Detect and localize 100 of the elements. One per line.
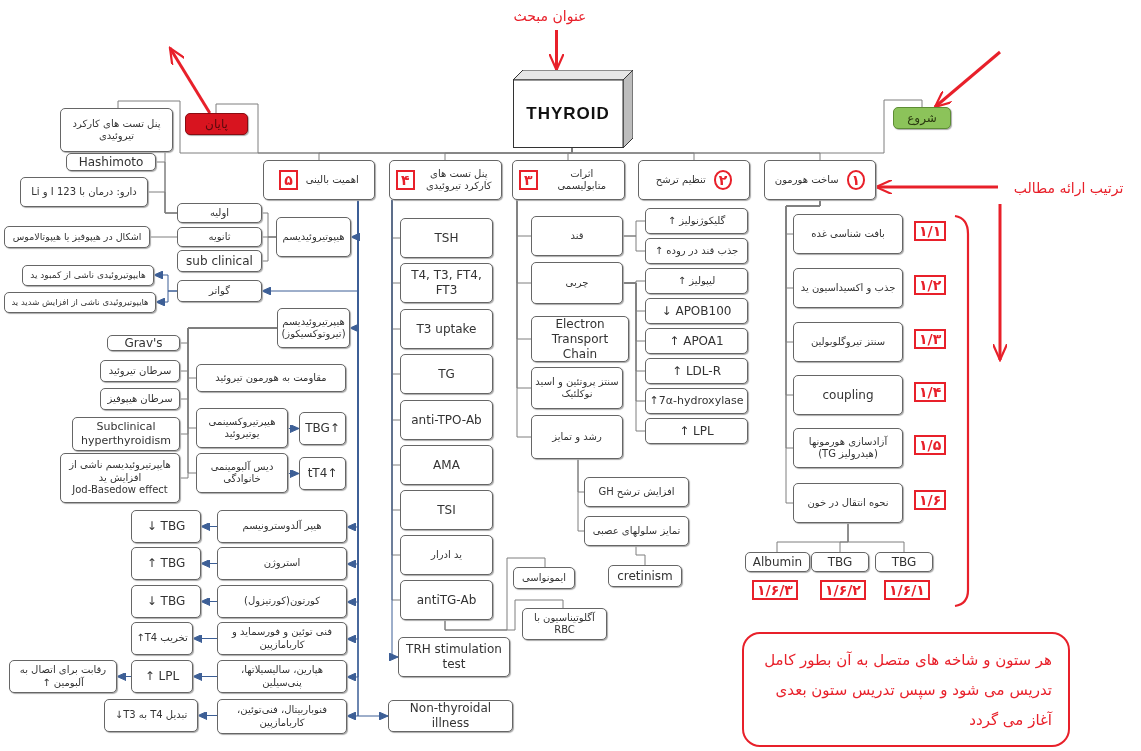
box-label: رشد و تمایز — [552, 430, 602, 444]
step-number: ۴ — [396, 170, 415, 190]
connector-line — [516, 199, 532, 438]
topic-box — [400, 218, 493, 258]
topic-box — [276, 217, 351, 257]
box-label: مقاومت به هورمون تیروئید — [215, 371, 327, 385]
box-label: sub clinical — [186, 253, 253, 269]
box-label: هایپوتیروئیدی ناشی از افزایش شدید ید — [11, 297, 149, 308]
column-header-box — [512, 160, 625, 200]
topic-box — [645, 268, 748, 294]
box-label: ید ادرار — [431, 548, 462, 562]
topic-box — [217, 699, 347, 734]
topic-box — [645, 388, 748, 414]
arrow — [200, 522, 218, 531]
box-label: THYROID — [526, 103, 610, 125]
topic-box — [875, 552, 933, 572]
connector-line — [622, 282, 646, 432]
box-label: ↑ TBG — [146, 556, 186, 571]
box-label: استروژن — [263, 557, 301, 570]
box-label: رقابت برای اتصال به آلبومین ↑ — [18, 664, 108, 689]
arrow — [991, 204, 1009, 362]
connector-line — [261, 236, 277, 262]
topic-box — [584, 477, 689, 507]
box-label: T3 uptake — [416, 321, 477, 337]
arrow — [287, 424, 300, 433]
box-label: ↓ APOB100 — [661, 303, 732, 319]
topic-box — [196, 364, 346, 392]
topic-box — [388, 700, 513, 732]
topic-box — [299, 457, 346, 490]
topic-box — [217, 622, 347, 655]
box-label: هایپرتیروئیدیسم ناشی از افزایش ید — [67, 459, 172, 485]
box-label: آگلوتیناسیون با RBC — [533, 611, 596, 637]
box-label: پنل تست های کارکرد تیروئیدی — [71, 117, 162, 143]
step-number: ۱/۴ — [914, 382, 947, 402]
arrow — [200, 559, 218, 568]
end-box — [185, 113, 248, 135]
box-label: تبدیل T4 به T3↓ — [114, 709, 188, 722]
box-label: TBG — [891, 554, 917, 570]
arrow — [192, 634, 218, 643]
connector-line — [577, 458, 585, 532]
arrow — [168, 46, 212, 114]
box-label: ↑7α-hydroxylase — [649, 394, 744, 408]
box-label: TSI — [437, 502, 456, 518]
box-label: anti-TPO-Ab — [411, 412, 482, 428]
box-label: TBG↑ — [305, 421, 340, 436]
topic-box — [793, 322, 903, 362]
topic-box — [811, 552, 869, 572]
topic-box — [645, 358, 748, 384]
topic-box — [522, 608, 607, 640]
topic-box — [793, 428, 903, 468]
arrow — [200, 597, 218, 606]
box-label: دیس آلبومینمی خانوادگی — [209, 460, 275, 486]
box-label: تمایز سلولهای عصبی — [592, 524, 681, 538]
box-label: ↑ LPL — [679, 423, 714, 439]
topic-box — [66, 153, 156, 171]
arrow — [116, 672, 132, 681]
topic-box — [217, 510, 347, 543]
box-label: هیپوتیروئیدیسم — [282, 230, 345, 244]
box-label: Hashimoto — [78, 154, 144, 170]
arrow — [287, 469, 300, 478]
box-label: کورتون(کورتیزول) — [244, 595, 320, 608]
step-number: ۱ — [846, 170, 866, 190]
box-label: TBG — [827, 554, 853, 570]
topic-box — [793, 483, 903, 523]
box-label: سنتز پروتئین و اسید نوکلئیک — [535, 375, 619, 401]
topic-box — [177, 280, 262, 302]
topic-box — [20, 177, 148, 207]
topic-box — [645, 298, 748, 324]
topic-box — [60, 108, 173, 152]
topic-box — [277, 308, 350, 348]
start-box — [893, 107, 951, 129]
box-label: AMA — [433, 457, 460, 473]
topic-box — [131, 585, 201, 618]
box-label: Grav's — [124, 335, 163, 351]
connector-line — [149, 236, 178, 238]
step-number: ۲ — [713, 170, 733, 190]
step-number: ۱/۳ — [914, 329, 947, 349]
topic-box — [745, 552, 810, 572]
topic-box — [131, 547, 201, 580]
annotation-text: ترتیب ارائه مطالب — [1013, 180, 1124, 198]
topic-box — [645, 238, 748, 264]
box-label: coupling — [822, 387, 874, 403]
topic-box — [531, 415, 623, 459]
topic-box — [531, 262, 623, 304]
box-label: ↓ TBG — [146, 594, 186, 609]
column-header-box — [638, 160, 750, 200]
box-label: ↑ LPL — [144, 669, 180, 684]
box-label: سنتز تیروگلوبولین — [810, 335, 886, 349]
box-label: TSH — [434, 230, 459, 246]
box-label: سرطان هیپوفیز — [107, 392, 173, 406]
box-label: ↑ APOA1 — [669, 333, 724, 349]
topic-box — [131, 622, 193, 655]
topic-box — [645, 328, 748, 354]
topic-box — [217, 660, 347, 693]
topic-box — [645, 418, 748, 444]
box-label: شروع — [907, 110, 937, 126]
box-label: هایپوتیروئیدی ناشی از کمبود ید — [30, 269, 146, 282]
topic-box — [100, 388, 180, 410]
arrow — [155, 290, 178, 307]
column-header-box — [764, 160, 876, 200]
